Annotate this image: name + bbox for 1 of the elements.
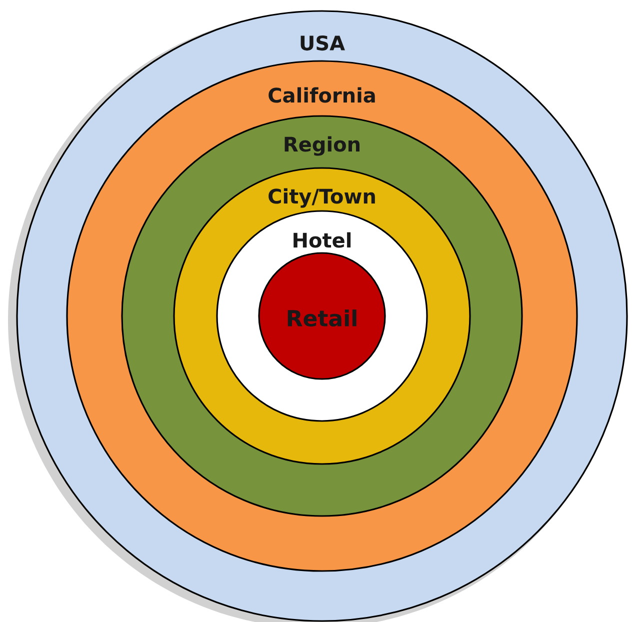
ring: Retail <box>258 252 386 380</box>
